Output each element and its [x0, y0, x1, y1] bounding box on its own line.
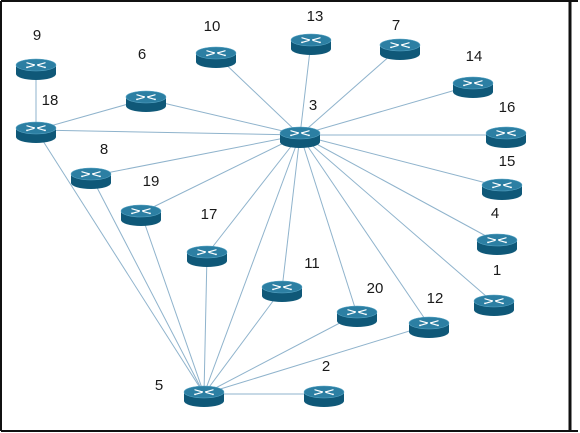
- router-icon: [452, 76, 494, 98]
- link-3-14: [299, 84, 474, 136]
- router-node-12[interactable]: 12: [408, 290, 450, 338]
- router-icon: [70, 167, 112, 189]
- router-label: 19: [143, 173, 160, 190]
- link-5-17: [203, 253, 208, 395]
- router-label: 17: [201, 206, 218, 223]
- router-node-14[interactable]: 14: [452, 48, 494, 98]
- router-node-17[interactable]: 17: [186, 206, 228, 267]
- link-3-13: [299, 41, 312, 136]
- link-3-19: [140, 134, 301, 214]
- router-node-18[interactable]: 18: [15, 92, 59, 143]
- link-3-1: [299, 134, 495, 304]
- links-layer: [35, 41, 506, 395]
- link-3-5: [203, 134, 301, 395]
- router-icon: [186, 245, 228, 267]
- router-icon: [261, 280, 303, 302]
- router-node-10[interactable]: 10: [195, 18, 237, 68]
- router-node-2[interactable]: 2: [303, 358, 345, 407]
- router-icon: [485, 126, 527, 148]
- router-node-19[interactable]: 19: [120, 173, 162, 226]
- router-node-13[interactable]: 13: [290, 8, 332, 55]
- router-icon: [408, 316, 450, 338]
- router-label: 15: [499, 153, 516, 170]
- router-icon: [303, 385, 345, 407]
- link-5-19: [140, 212, 205, 395]
- router-label: 20: [367, 280, 384, 297]
- router-icon: [336, 305, 378, 327]
- link-3-7: [299, 46, 401, 136]
- link-3-15: [299, 134, 503, 188]
- router-node-1[interactable]: 1: [473, 262, 515, 316]
- router-node-11[interactable]: 11: [261, 255, 320, 302]
- router-icon: [476, 233, 518, 255]
- router-icon: [15, 121, 57, 143]
- link-3-8: [90, 134, 301, 177]
- link-3-18: [35, 129, 301, 136]
- router-node-5[interactable]: 5: [155, 377, 225, 407]
- router-icon: [290, 33, 332, 55]
- router-node-7[interactable]: 7: [379, 17, 421, 60]
- link-18-5: [35, 129, 205, 395]
- router-label: 5: [155, 377, 163, 394]
- link-5-11: [203, 288, 283, 395]
- router-label: 11: [304, 255, 320, 272]
- link-3-17: [206, 134, 301, 255]
- router-icon: [481, 178, 523, 200]
- link-3-4: [299, 134, 498, 243]
- router-node-8[interactable]: 8: [70, 141, 112, 189]
- router-label: 12: [427, 290, 444, 307]
- router-label: 8: [100, 141, 108, 158]
- router-label: 3: [309, 97, 317, 114]
- router-node-20[interactable]: 20: [336, 280, 384, 327]
- router-label: 2: [322, 358, 330, 375]
- router-label: 13: [307, 8, 324, 25]
- router-node-6[interactable]: 6: [125, 46, 167, 112]
- router-label: 1: [493, 262, 501, 279]
- router-node-15[interactable]: 15: [481, 153, 523, 200]
- router-icon: [15, 58, 57, 80]
- router-node-3[interactable]: 3: [279, 97, 321, 148]
- router-label: 14: [466, 48, 483, 65]
- router-label: 10: [204, 18, 221, 35]
- router-icon: [473, 294, 515, 316]
- link-5-20: [203, 313, 358, 395]
- router-label: 7: [392, 17, 400, 34]
- router-label: 6: [138, 46, 146, 63]
- link-3-6: [145, 98, 301, 136]
- router-label: 4: [491, 205, 499, 222]
- router-icon: [379, 38, 421, 60]
- link-3-20: [299, 134, 358, 315]
- router-node-16[interactable]: 16: [485, 99, 527, 148]
- router-icon: [195, 46, 237, 68]
- router-label: 18: [42, 92, 59, 109]
- router-label: 16: [499, 99, 516, 116]
- router-node-9[interactable]: 9: [15, 27, 57, 80]
- router-icon: [125, 90, 167, 112]
- router-icon: [120, 204, 162, 226]
- link-3-12: [299, 134, 430, 326]
- link-3-11: [281, 134, 301, 290]
- router-label: 9: [33, 27, 41, 44]
- link-5-12: [203, 324, 430, 395]
- link-3-10: [215, 54, 301, 136]
- router-node-4[interactable]: 4: [476, 205, 518, 255]
- router-icon: [183, 385, 225, 407]
- router-icon: [279, 126, 321, 148]
- link-5-8: [90, 175, 205, 395]
